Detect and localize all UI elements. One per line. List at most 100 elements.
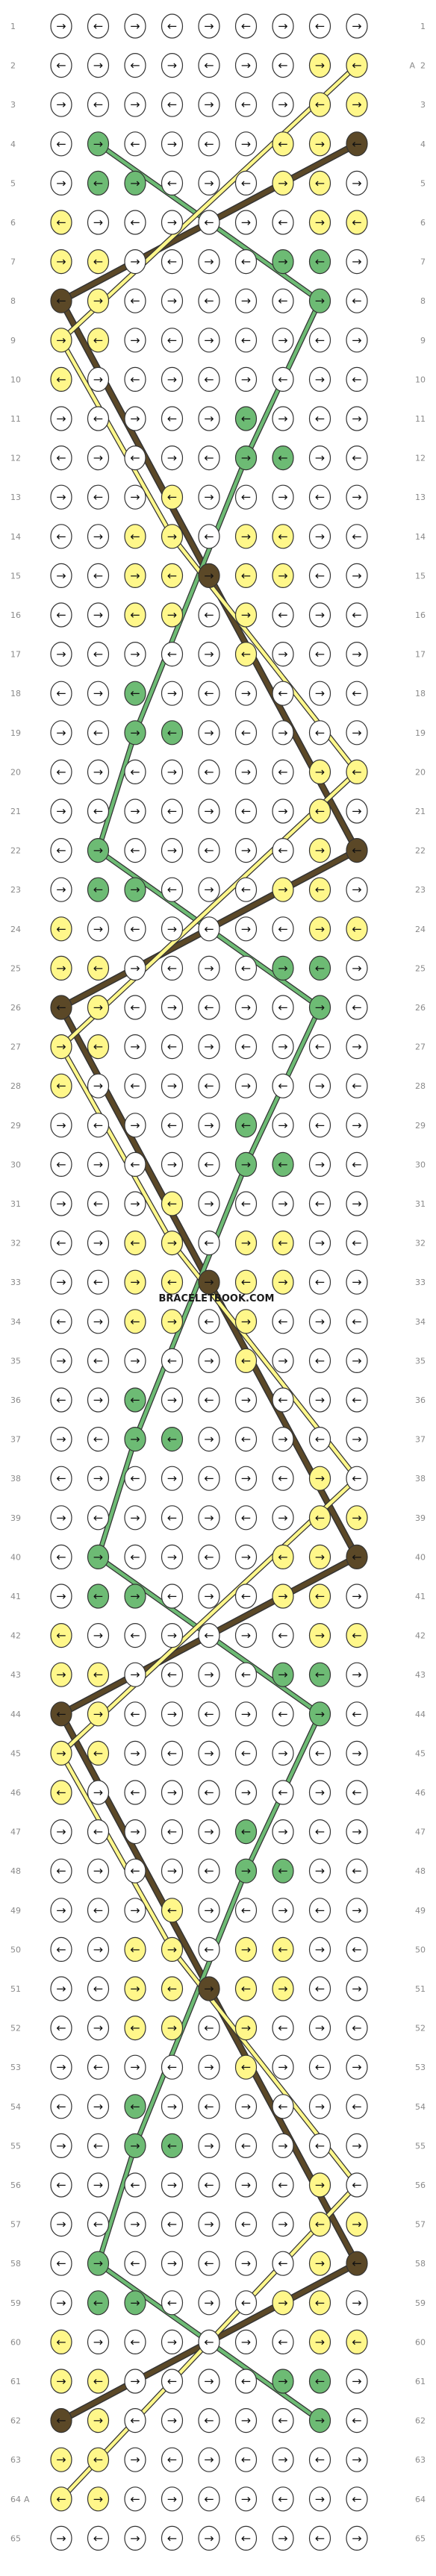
arrow-right-icon: →: [315, 294, 325, 308]
arrow-left-icon: ←: [352, 2021, 361, 2035]
knot: →: [346, 1819, 368, 1845]
knot: →: [272, 1348, 294, 1374]
arrow-right-icon: →: [204, 1510, 214, 1525]
arrow-left-icon: ←: [167, 1275, 177, 1289]
knot-circle: [124, 1073, 146, 1098]
knot-circle: [234, 445, 258, 471]
arrow-left-icon: ←: [56, 843, 66, 857]
knot: →: [198, 1505, 220, 1531]
knot: ←: [87, 1898, 110, 1923]
knot: →: [198, 2369, 220, 2394]
row-number: 30: [415, 1160, 426, 1169]
knot-circle: [234, 1780, 258, 1805]
arrow-right-icon: →: [241, 1628, 251, 1642]
knot-circle: [272, 524, 294, 549]
row-number: 16: [10, 610, 21, 620]
arrow-left-icon: ←: [204, 1001, 214, 1015]
arrow-right-icon: →: [204, 176, 214, 190]
knot: ←: [87, 249, 110, 275]
arrow-right-icon: →: [241, 1550, 251, 1564]
knot: →: [161, 995, 184, 1020]
arrow-right-icon: →: [241, 529, 251, 543]
knot-circle: [198, 1976, 220, 2001]
knot: →: [87, 1623, 110, 1648]
arrow-left-icon: ←: [315, 1118, 325, 1132]
arrow-left-icon: ←: [241, 1982, 251, 1996]
knot-circle: [124, 1426, 146, 1452]
knot-circle: [161, 1034, 184, 1060]
knot-circle: [161, 52, 184, 78]
arrow-right-icon: →: [315, 58, 325, 72]
knot-circle: [50, 1505, 72, 1531]
knot-circle: [308, 2054, 331, 2080]
knot: ←: [346, 2408, 368, 2433]
strand-segment: [59, 63, 359, 343]
arrow-left-icon: ←: [278, 765, 287, 779]
arrow-left-icon: ←: [204, 1707, 214, 1721]
arrow-left-icon: ←: [93, 1589, 103, 1604]
knot: ←: [272, 1309, 294, 1334]
knot: →: [346, 1191, 368, 1216]
arrow-right-icon: →: [130, 2060, 140, 2075]
knot: →: [346, 1584, 368, 1609]
knot: →: [198, 563, 220, 589]
knot-circle: [346, 2054, 368, 2080]
knot: →: [87, 1936, 110, 1962]
knot-circle: [346, 2447, 368, 2472]
arrow-right-icon: →: [352, 1668, 361, 1682]
knot: →: [50, 484, 72, 510]
row-number: 39: [10, 1513, 21, 1523]
arrow-left-icon: ←: [56, 1157, 66, 1172]
arrow-right-icon: →: [352, 961, 361, 975]
knot: ←: [161, 249, 184, 275]
arrow-left-icon: ←: [352, 1236, 361, 1250]
arrow-left-icon: ←: [93, 883, 103, 897]
arrow-right-icon: →: [241, 1236, 251, 1250]
knot-circle: [161, 1780, 184, 1805]
arrow-right-icon: →: [241, 2492, 251, 2506]
arrow-right-icon: →: [130, 98, 140, 112]
arrow-right-icon: →: [204, 412, 214, 426]
knot-circle: [234, 1584, 258, 1609]
arrow-right-icon: →: [315, 1236, 325, 1250]
knot-circle: [161, 1309, 184, 1334]
knot: ←: [198, 2016, 220, 2041]
knot: ←: [161, 170, 184, 196]
knot-circle: [272, 837, 294, 863]
knot-circle: [87, 1936, 110, 1962]
knot: ←: [234, 484, 258, 510]
knot: →: [308, 1623, 331, 1648]
arrow-right-icon: →: [130, 333, 140, 347]
knot-circle: [87, 92, 110, 117]
knot: →: [87, 681, 110, 706]
strand-segment: [207, 1986, 359, 2266]
knot-circle: [272, 1544, 294, 1569]
knot: ←: [346, 1858, 368, 1883]
knot: ←: [50, 1309, 72, 1334]
arrow-right-icon: →: [278, 176, 287, 190]
arrow-left-icon: ←: [93, 1746, 103, 1760]
knot-circle: [346, 249, 368, 275]
knot-circle: [50, 1151, 72, 1178]
knot-circle: [346, 131, 368, 157]
knot-circle: [87, 1976, 110, 2001]
knot-circle: [161, 170, 184, 196]
knot-circle: [161, 1623, 184, 1648]
knot: ←: [198, 1544, 220, 1569]
knot: →: [308, 2016, 331, 2041]
arrow-right-icon: →: [352, 725, 361, 740]
knot-circle: [87, 1780, 110, 1805]
knot: ←: [272, 602, 294, 628]
arrow-left-icon: ←: [167, 1118, 177, 1132]
arrow-left-icon: ←: [167, 98, 177, 112]
knot-circle: [50, 2251, 72, 2276]
knot: →: [124, 2212, 146, 2237]
knot: →: [124, 798, 146, 824]
knot-circle: [124, 995, 146, 1020]
knot: ←: [234, 92, 258, 117]
knot: →: [272, 2290, 294, 2316]
knot-circle: [346, 1387, 368, 1413]
knot-circle: [50, 1544, 72, 1569]
row-number: 37: [10, 1435, 21, 1445]
knot-circle: [161, 249, 184, 275]
